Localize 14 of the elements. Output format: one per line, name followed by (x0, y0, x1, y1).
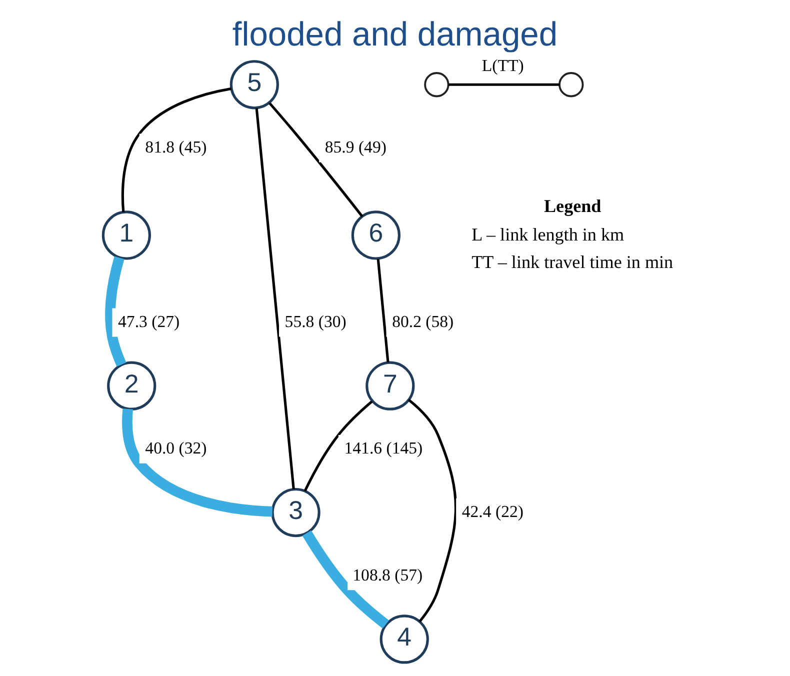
edge-label: 141.6 (145) (344, 438, 423, 458)
edge-label: 40.0 (32) (145, 438, 207, 458)
edge-label: L(TT) (482, 56, 524, 75)
edge-label: 47.3 (27) (118, 312, 180, 331)
label: Legend (544, 196, 602, 216)
edge-label: 42.4 (22) (462, 502, 524, 521)
edge-label: 85.9 (49) (324, 137, 386, 156)
edge-label: 55.8 (30) (284, 312, 346, 331)
label: L – link length in km (472, 224, 624, 245)
diagram-title: flooded and damaged (232, 16, 558, 54)
label: TT – link travel time in min (472, 252, 674, 272)
edge-label: 81.8 (45) (145, 137, 207, 156)
edge-label: 108.8 (57) (352, 565, 423, 584)
edge-label: 80.2 (58) (392, 312, 454, 331)
